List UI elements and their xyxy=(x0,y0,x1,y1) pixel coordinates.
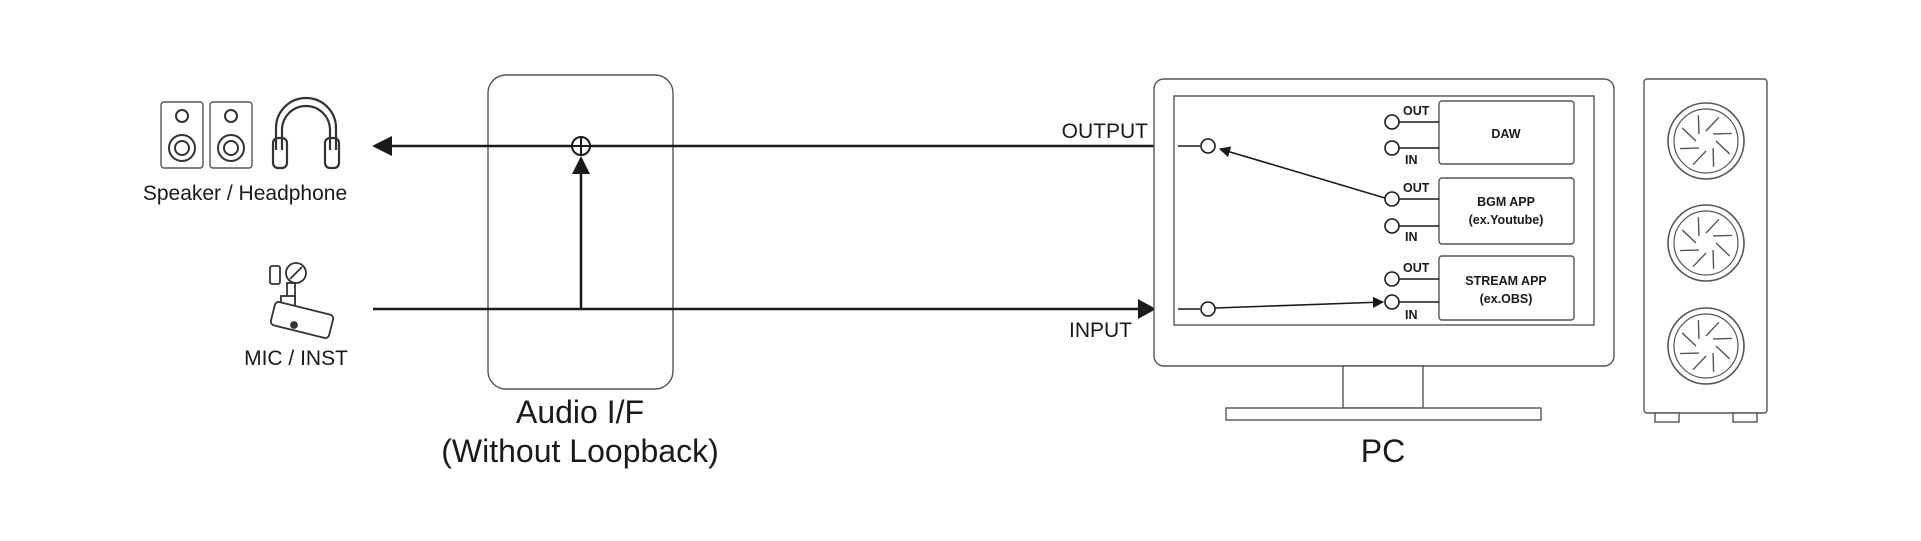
speaker-headphone-label: Speaker / Headphone xyxy=(143,182,347,205)
fan-icon xyxy=(1667,204,1745,282)
port-out-label: OUT xyxy=(1403,104,1430,118)
fan-icon xyxy=(1667,307,1745,385)
mic-inst-label: MIC / INST xyxy=(244,347,348,370)
input-arrow xyxy=(1138,299,1156,319)
bgm-to-output-route xyxy=(1218,146,1386,199)
pc-output-node xyxy=(1178,138,1216,154)
app-bgm: BGM APP (ex.Youtube) OUT IN xyxy=(1384,177,1575,245)
input-label: INPUT xyxy=(1069,319,1132,342)
app-sub: (ex.OBS) xyxy=(1480,292,1533,306)
app-name: DAW xyxy=(1491,127,1520,141)
port-in-label: IN xyxy=(1405,230,1418,244)
direct-monitor-arrow xyxy=(572,156,590,174)
port-in-label: IN xyxy=(1405,153,1418,167)
pc-input-node xyxy=(1178,301,1216,317)
headphone-icon xyxy=(271,96,341,170)
audio-interface-subtitle: (Without Loopback) xyxy=(441,433,718,469)
app-name: BGM APP xyxy=(1477,195,1535,209)
audio-interface-title: Audio I/F xyxy=(516,394,644,430)
summing-junction-icon xyxy=(571,136,591,156)
port-out-label: OUT xyxy=(1403,181,1430,195)
port-out-label: OUT xyxy=(1403,261,1430,275)
port-in-label: IN xyxy=(1405,308,1418,322)
app-stream: STREAM APP (ex.OBS) OUT IN xyxy=(1384,255,1575,322)
speaker-icon xyxy=(160,101,204,169)
app-sub: (ex.Youtube) xyxy=(1469,213,1544,227)
microphone-icon xyxy=(269,262,335,339)
fan-icon xyxy=(1667,102,1745,180)
app-daw: DAW OUT IN xyxy=(1384,100,1575,167)
output-arrow xyxy=(372,136,392,156)
input-to-stream-route xyxy=(1214,296,1385,309)
app-name: STREAM APP xyxy=(1465,274,1547,288)
speaker-icon xyxy=(209,101,253,169)
pc-label: PC xyxy=(1361,433,1405,469)
output-label: OUTPUT xyxy=(1062,120,1149,143)
